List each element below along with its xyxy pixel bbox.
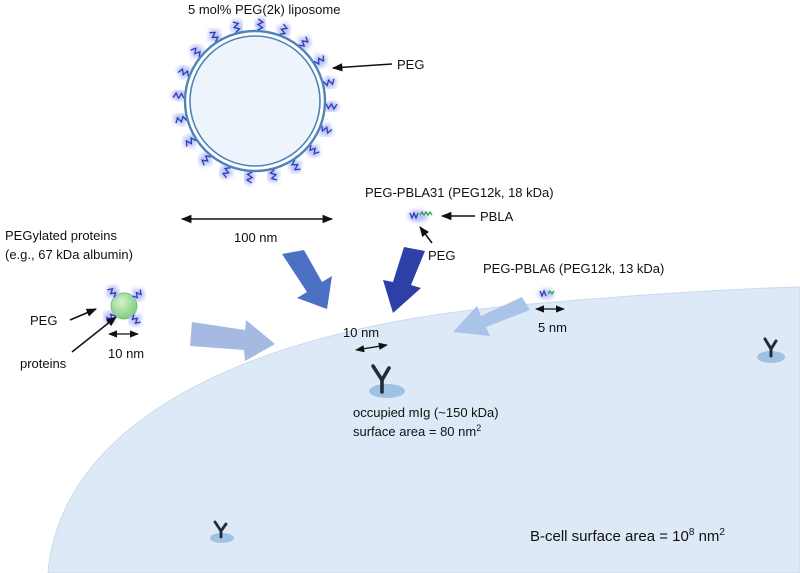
liposome-peg-pointer	[331, 63, 393, 72]
receptor-antibody-icon	[371, 364, 391, 394]
peg-chain	[256, 18, 265, 31]
receptor-size-label: 10 nm	[343, 325, 379, 340]
pbla31-arrow	[383, 247, 425, 313]
b-cell-surface	[47, 286, 800, 573]
liposome-ring-inner	[189, 35, 321, 167]
peg-chain	[321, 125, 333, 135]
protein-core-label: proteins	[20, 356, 67, 371]
pbla6-size-label: 5 nm	[538, 320, 567, 335]
liposome-title: 5 mol% PEG(2k) liposome	[188, 2, 340, 17]
pbla31-pbla-label: PBLA	[480, 209, 514, 224]
peg-chain	[190, 47, 201, 58]
pbla31-peg-pointer	[419, 226, 433, 244]
peg-chain	[209, 31, 220, 43]
protein-core-pointer	[71, 316, 117, 353]
protein-title-line2: (e.g., 67 kDa albumin)	[5, 247, 133, 262]
pbla31-title: PEG-PBLA31 (PEG12k, 18 kDa)	[365, 185, 554, 200]
peg-chain	[201, 155, 212, 166]
peg-chain	[309, 144, 320, 155]
peg-chain	[279, 23, 289, 35]
peg-chain	[185, 136, 197, 147]
peg-chain	[175, 115, 188, 124]
peg-chain	[221, 167, 231, 179]
peg-chain	[177, 67, 189, 77]
cell-area-label: B-cell surface area = 108 nm2	[530, 527, 725, 545]
protein-arrow	[190, 320, 275, 361]
peg-chain	[298, 36, 309, 47]
protein-peg-pointer	[69, 308, 97, 321]
peg-chain	[325, 102, 338, 111]
liposome-diameter-label: 100 nm	[234, 230, 277, 245]
protein-size-label: 10 nm	[108, 346, 144, 361]
peg-chain	[232, 21, 241, 34]
receptor-footprint	[369, 384, 405, 398]
protein-molecule	[103, 285, 145, 327]
pbla6-molecule	[538, 289, 555, 299]
liposome-peg-chains	[170, 16, 340, 186]
peg-chain	[269, 168, 278, 181]
peg-chain	[313, 55, 325, 66]
pbla6-arrow	[453, 297, 530, 336]
receptor-size-arrow	[355, 342, 388, 353]
pbla31-peg-label: PEG	[428, 248, 455, 263]
receptor-right-antibody-icon	[763, 337, 778, 358]
peg-chain	[132, 289, 142, 299]
peg-chain	[322, 78, 335, 87]
peg-chain	[107, 288, 117, 298]
liposome-arrow	[282, 250, 332, 309]
receptor-area: surface area = 80 nm2	[353, 423, 481, 439]
peg-chain	[172, 91, 185, 100]
liposome-peg-label: PEG	[397, 57, 424, 72]
peg-chain	[245, 171, 254, 184]
liposome	[170, 16, 340, 186]
peg-chain	[290, 159, 301, 171]
receptor-name: occupied mIg (~150 kDa)	[353, 405, 499, 420]
pbla6-title: PEG-PBLA6 (PEG12k, 13 kDa)	[483, 261, 664, 276]
receptor-left-antibody-icon	[213, 520, 228, 539]
peg-chain	[131, 314, 141, 324]
protein-peg-label: PEG	[30, 313, 57, 328]
pbla31-molecule	[408, 210, 433, 222]
receptor-left-footprint	[210, 533, 234, 543]
protein-title-line1: PEGylated proteins	[5, 228, 118, 243]
